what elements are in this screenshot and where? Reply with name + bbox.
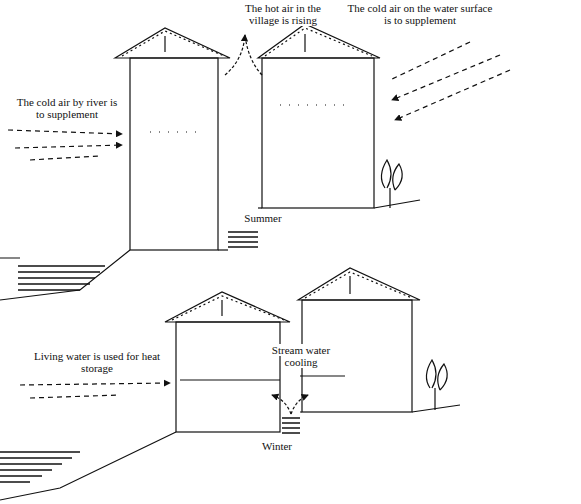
ground <box>412 405 460 412</box>
note-label-text: Living water is used for heat storage <box>34 350 160 374</box>
note-label-text: The hot air in the village is rising <box>245 2 321 26</box>
roof-post <box>164 36 165 52</box>
note-label: Living water is used for heat storage <box>22 350 172 374</box>
tree <box>381 160 402 208</box>
house-wall <box>302 300 412 412</box>
note-label-text: The cold air on the water surface is to … <box>348 2 493 26</box>
season-label: Winter <box>242 440 312 452</box>
note-label: The hot air in the village is rising <box>238 2 328 26</box>
river-water <box>0 452 80 482</box>
note-label-text: Stream water cooling <box>272 344 330 368</box>
steam-arrows <box>272 395 308 414</box>
cold-air-arrows <box>8 42 510 160</box>
hot-air-arrows <box>225 35 262 75</box>
ground <box>374 200 420 208</box>
roof-tiles <box>265 28 372 56</box>
tree <box>426 360 447 410</box>
note-label-text: The cold air by river is to supplement <box>17 96 118 120</box>
roof-tiles <box>305 272 412 298</box>
note-label: Stream water cooling <box>262 344 340 368</box>
roof-tiles <box>172 296 284 320</box>
roof-post <box>349 276 350 294</box>
note-label: The cold air by river is to supplement <box>12 96 122 120</box>
stream-water <box>282 418 300 433</box>
roof <box>298 268 420 300</box>
season-label-text: Winter <box>262 440 292 452</box>
beam <box>180 379 280 380</box>
roof-tiles <box>122 31 224 56</box>
roof-post <box>304 34 305 52</box>
ground <box>218 249 228 250</box>
beam <box>300 375 345 376</box>
ground <box>258 207 262 208</box>
beam <box>280 104 345 105</box>
roof-post <box>221 300 222 316</box>
note-label: The cold air on the water surface is to … <box>345 2 495 26</box>
river-bank <box>0 250 130 300</box>
house-wall <box>130 58 218 250</box>
roof <box>165 292 290 322</box>
ground <box>300 411 302 412</box>
beam <box>150 131 198 132</box>
house-wall <box>262 58 374 208</box>
air-arrows <box>20 383 170 398</box>
river-water <box>18 266 105 290</box>
season-label-text: Summer <box>244 212 281 224</box>
river-bank <box>0 432 176 500</box>
stream-water <box>228 232 258 247</box>
roof <box>258 24 380 58</box>
season-label: Summer <box>228 212 298 224</box>
house-wall <box>176 322 280 432</box>
roof <box>115 28 230 58</box>
